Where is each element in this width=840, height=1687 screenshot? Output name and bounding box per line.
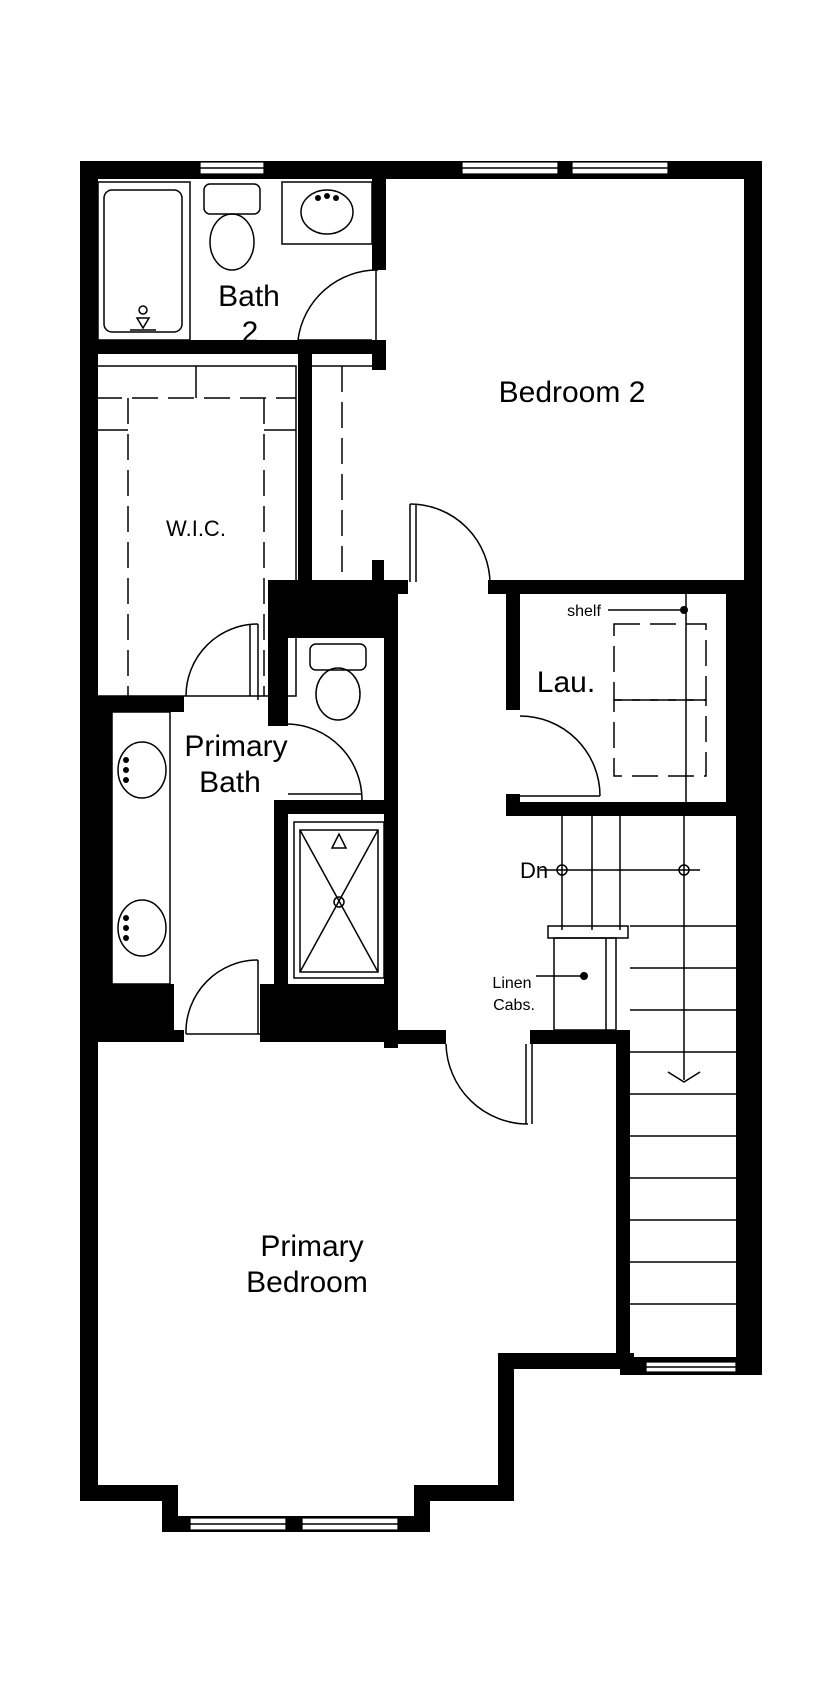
door-primary-bedroom <box>445 1043 533 1125</box>
toilet-primary <box>309 643 367 721</box>
room-label-primary-bath-line1: Primary <box>184 730 287 763</box>
linen-pointer <box>536 972 588 980</box>
vanity <box>111 711 171 985</box>
annotation-stairs-down: Dn <box>520 858 548 883</box>
room-label-bedroom2: Bedroom 2 <box>499 376 646 409</box>
bathtub <box>97 181 191 341</box>
door-bath2 <box>297 269 379 342</box>
interior-walls <box>92 170 750 1366</box>
door-wic <box>185 623 259 700</box>
room-label-primary-bath-line2: Bath <box>199 766 261 799</box>
toilet-bath2 <box>203 183 261 271</box>
wic-shelving <box>95 365 372 697</box>
door-toilet <box>287 723 363 801</box>
room-label-laundry: Lau. <box>537 666 595 699</box>
annotation-linen-line2: Cabs. <box>493 997 535 1014</box>
room-label-primary-bedroom-line2: Bedroom <box>246 1266 368 1299</box>
windows <box>189 161 737 1531</box>
stairs <box>540 816 736 1305</box>
laundry-machines <box>608 594 707 802</box>
room-label-bath2-line1: Bath <box>218 280 280 313</box>
door-bedroom2 <box>409 503 491 585</box>
shower <box>293 821 385 979</box>
sink-bath2 <box>281 181 373 245</box>
annotation-shelf: shelf <box>567 603 601 620</box>
room-label-primary-bedroom-line1: Primary <box>260 1230 363 1263</box>
room-label-bath2-line2: 2 <box>242 316 259 349</box>
door-laundry <box>519 715 601 797</box>
room-label-wic: W.I.C. <box>166 516 226 541</box>
door-primary-bath <box>185 959 260 1035</box>
annotation-linen-line1: Linen <box>492 975 531 992</box>
